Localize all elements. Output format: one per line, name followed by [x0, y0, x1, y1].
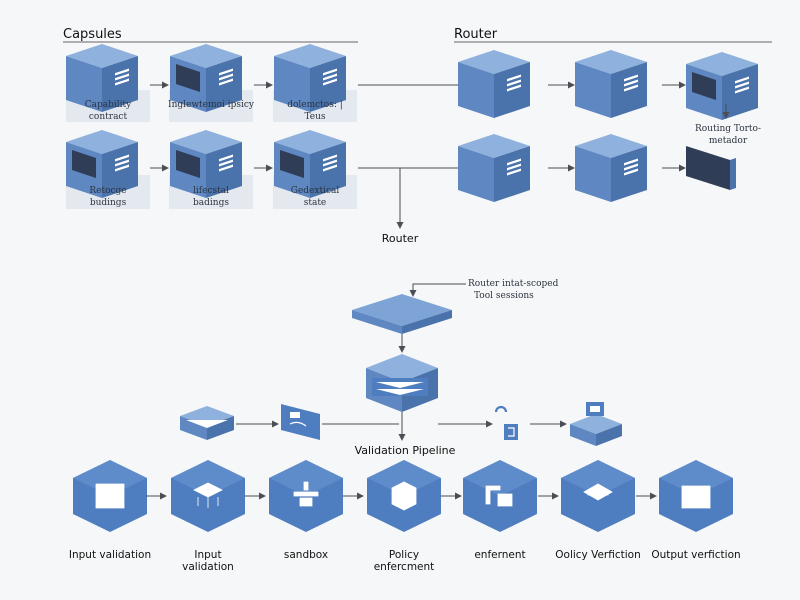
pipeline-hex-highlight-1 — [73, 460, 147, 496]
routing-label: Routing Torto-metador — [695, 124, 761, 146]
pipeline-label-5: enfernent — [474, 549, 525, 561]
router-header: Router — [454, 27, 498, 42]
capsule-connectors — [150, 81, 458, 229]
pipeline-stage-icon-6 — [583, 483, 613, 501]
pipeline-label-1: Input validation — [69, 549, 151, 561]
validation-hub-cube — [366, 354, 438, 412]
validation-pipeline-label: Validation Pipeline — [355, 444, 456, 457]
pipeline-label-7: Output verfiction — [651, 549, 740, 561]
pipeline-hex-highlight-5 — [463, 460, 537, 496]
router-cube-5 — [575, 134, 647, 202]
pipeline-stage-icon-7 — [681, 485, 711, 509]
pipeline-stage-icon-3 — [293, 481, 319, 507]
router-connectors — [548, 81, 730, 172]
right-connector-icon — [494, 405, 518, 440]
pipeline-hex-highlight-2 — [171, 460, 245, 496]
right-block-cube — [570, 402, 622, 446]
left-monitor-icon — [281, 404, 320, 440]
router-cube-2 — [575, 50, 647, 118]
router-panel-6 — [686, 146, 736, 190]
pipeline-stage-icon-4 — [391, 481, 417, 511]
hub-connectors — [236, 412, 567, 441]
pipeline-label-3: sandbox — [284, 549, 328, 561]
pipeline-hex-highlight-6 — [561, 460, 635, 496]
router-cube-3 — [686, 52, 758, 120]
pipeline-stage-icon-5 — [485, 485, 513, 507]
capsules-header: Capsules — [63, 27, 122, 42]
pipeline-stage-icon-2 — [193, 482, 223, 508]
router-cube-1 — [458, 50, 530, 118]
router-scope-connector — [409, 283, 466, 297]
router-slab — [352, 294, 452, 334]
capsule-label-r1c2: Inglewtemoi ipsicy — [168, 100, 255, 110]
pipeline-label-6: Oolicy Verfiction — [555, 549, 641, 561]
capsule-label-r1c3: dolemctos: |Teus — [287, 100, 343, 122]
pipeline-stage-icon-1 — [95, 483, 125, 509]
pipeline-hex-highlight-4 — [367, 460, 441, 496]
pipeline-hex-highlight-3 — [269, 460, 343, 496]
pipeline-hex-highlight-7 — [659, 460, 733, 496]
router-cube-4 — [458, 134, 530, 202]
router-label: Router — [382, 232, 419, 245]
left-block-cube — [180, 406, 234, 440]
